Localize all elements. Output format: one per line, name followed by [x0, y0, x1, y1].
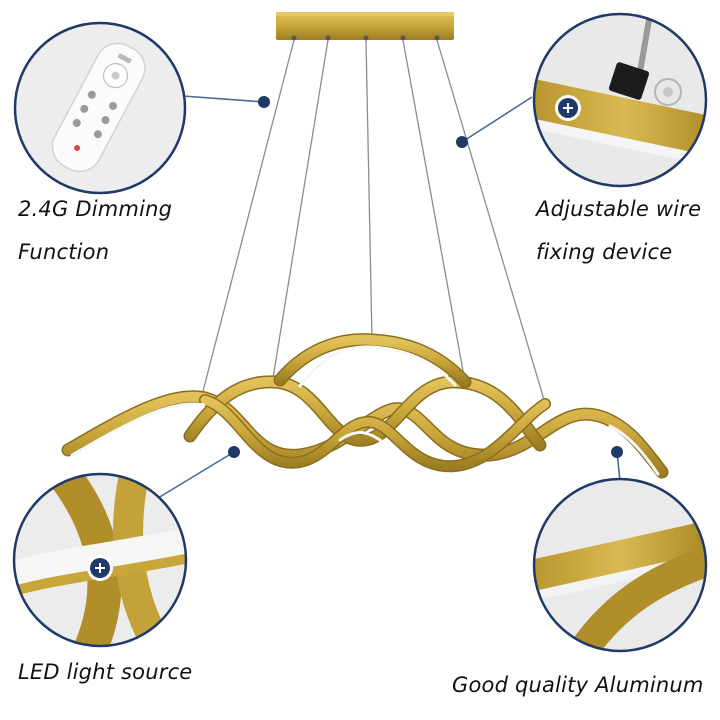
wave-light-body — [61, 333, 669, 479]
suspension-wires — [201, 39, 546, 404]
wire-feature-caption-line1: Adjustable wire — [536, 197, 702, 221]
plus-marker-icon — [87, 555, 113, 581]
led-detail-circle — [12, 472, 188, 648]
callout-dots — [228, 96, 623, 458]
remote-detail-circle — [13, 21, 187, 195]
plus-marker-icon — [555, 95, 581, 121]
remote-control-icon — [51, 42, 146, 173]
ceiling-canopy — [276, 12, 454, 41]
wire-feature-caption-line2: fixing device — [536, 240, 673, 264]
led-feature-caption: LED light source — [18, 660, 193, 684]
callout-lines — [141, 92, 627, 541]
aluminum-detail-circle — [532, 477, 708, 653]
remote-feature-caption-line1: 2.4G Dimming — [18, 197, 173, 221]
remote-feature-caption-line2: Function — [18, 240, 110, 264]
wire-device-detail-circle — [532, 12, 708, 188]
aluminum-feature-caption: Good quality Aluminum — [452, 673, 704, 697]
